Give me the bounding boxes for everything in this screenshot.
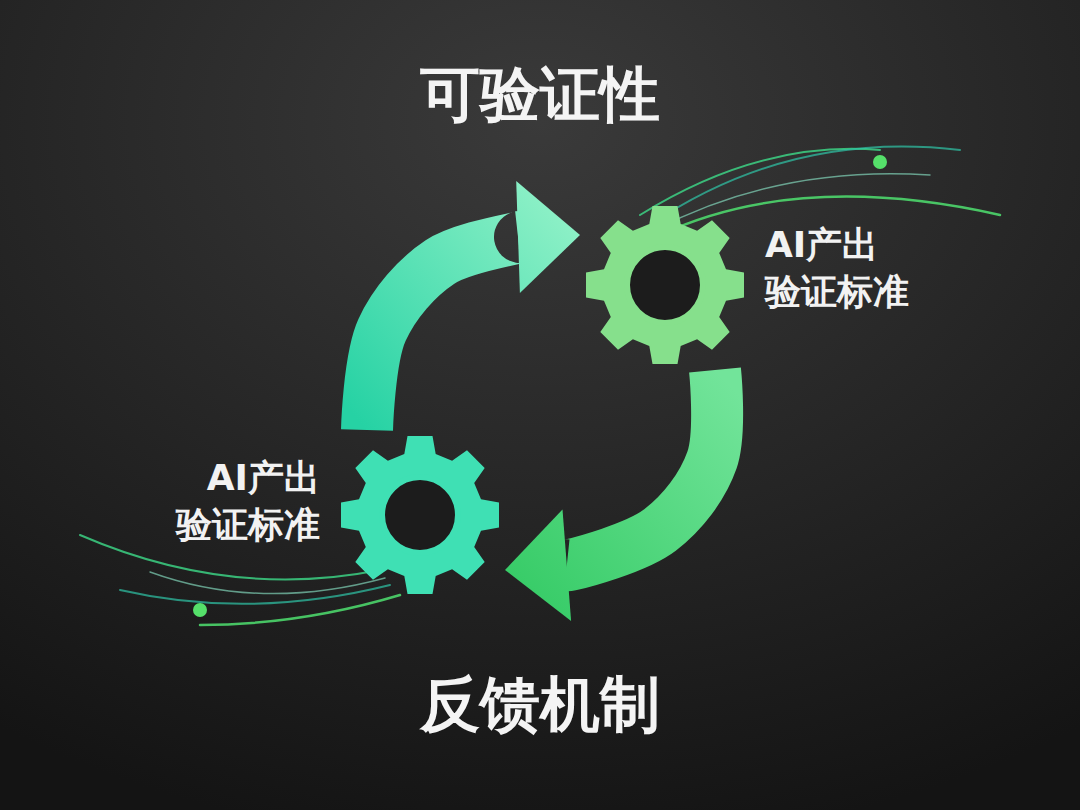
gear-ring xyxy=(382,477,458,553)
cycle-arrow xyxy=(367,181,580,430)
gear-body xyxy=(586,206,744,364)
title: 可验证性 xyxy=(0,58,1080,130)
gear-node: AI产出 验证标准 xyxy=(335,430,505,600)
gear-ring xyxy=(627,247,703,323)
gear-shape xyxy=(335,430,505,600)
gear-hole xyxy=(382,477,458,553)
cycle-arrow xyxy=(505,370,717,621)
bottom-heading: 反馈机制 xyxy=(0,668,1080,740)
arrow-head xyxy=(505,509,571,621)
arrow-shaft xyxy=(367,237,520,430)
gear-caption: AI产出 验证标准 xyxy=(765,222,917,316)
arrow-head xyxy=(516,181,580,293)
glow-dot xyxy=(873,155,887,169)
gear-hole xyxy=(627,247,703,323)
glow-dot xyxy=(193,603,207,617)
gear-node: AI产出 验证标准 xyxy=(580,200,750,370)
swoosh-lines xyxy=(80,147,1000,625)
gear-caption: AI产出 验证标准 xyxy=(168,455,320,549)
arrow-shaft xyxy=(567,370,717,565)
gear-shape xyxy=(580,200,750,370)
gear-body xyxy=(341,436,499,594)
